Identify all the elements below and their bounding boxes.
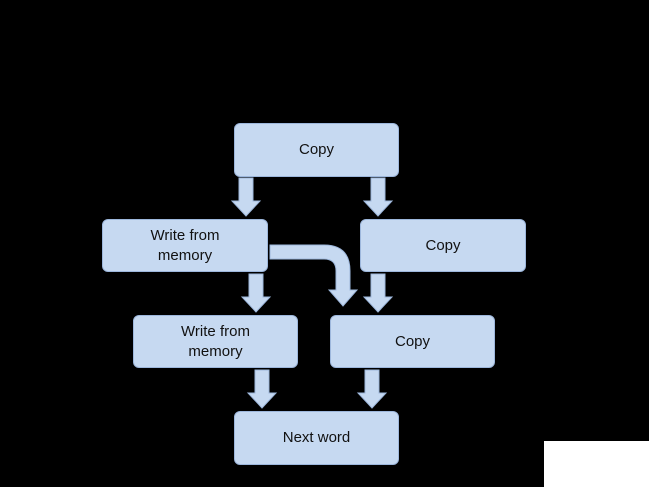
node-next-word: Next word [234, 411, 399, 465]
arrow-copy-1-to-copy-2 [362, 273, 394, 313]
node-label: Copy [425, 236, 461, 254]
arrow-copy-to-copy-1 [362, 177, 394, 217]
corner-white-patch [544, 441, 649, 487]
node-write-from-memory-1: Write from memory [102, 219, 268, 272]
arrow-write-1-to-write-2 [240, 273, 272, 313]
node-label: Write from memory [150, 226, 220, 264]
arrow-copy-to-write-1 [230, 177, 262, 217]
node-label: Next word [282, 429, 351, 446]
arrow-write-2-to-next-word [246, 369, 278, 409]
arrow-write-1-to-copy-2-bent [269, 244, 359, 307]
node-label: Copy [298, 141, 335, 158]
node-label: Copy [394, 332, 431, 350]
node-copy-top: Copy [234, 123, 399, 177]
node-copy-right-2: Copy [330, 315, 495, 368]
node-copy-right-1: Copy [360, 219, 526, 272]
arrow-copy-2-to-next-word [356, 369, 388, 409]
node-write-from-memory-2: Write from memory [133, 315, 298, 368]
node-label: Write from memory [181, 322, 250, 360]
